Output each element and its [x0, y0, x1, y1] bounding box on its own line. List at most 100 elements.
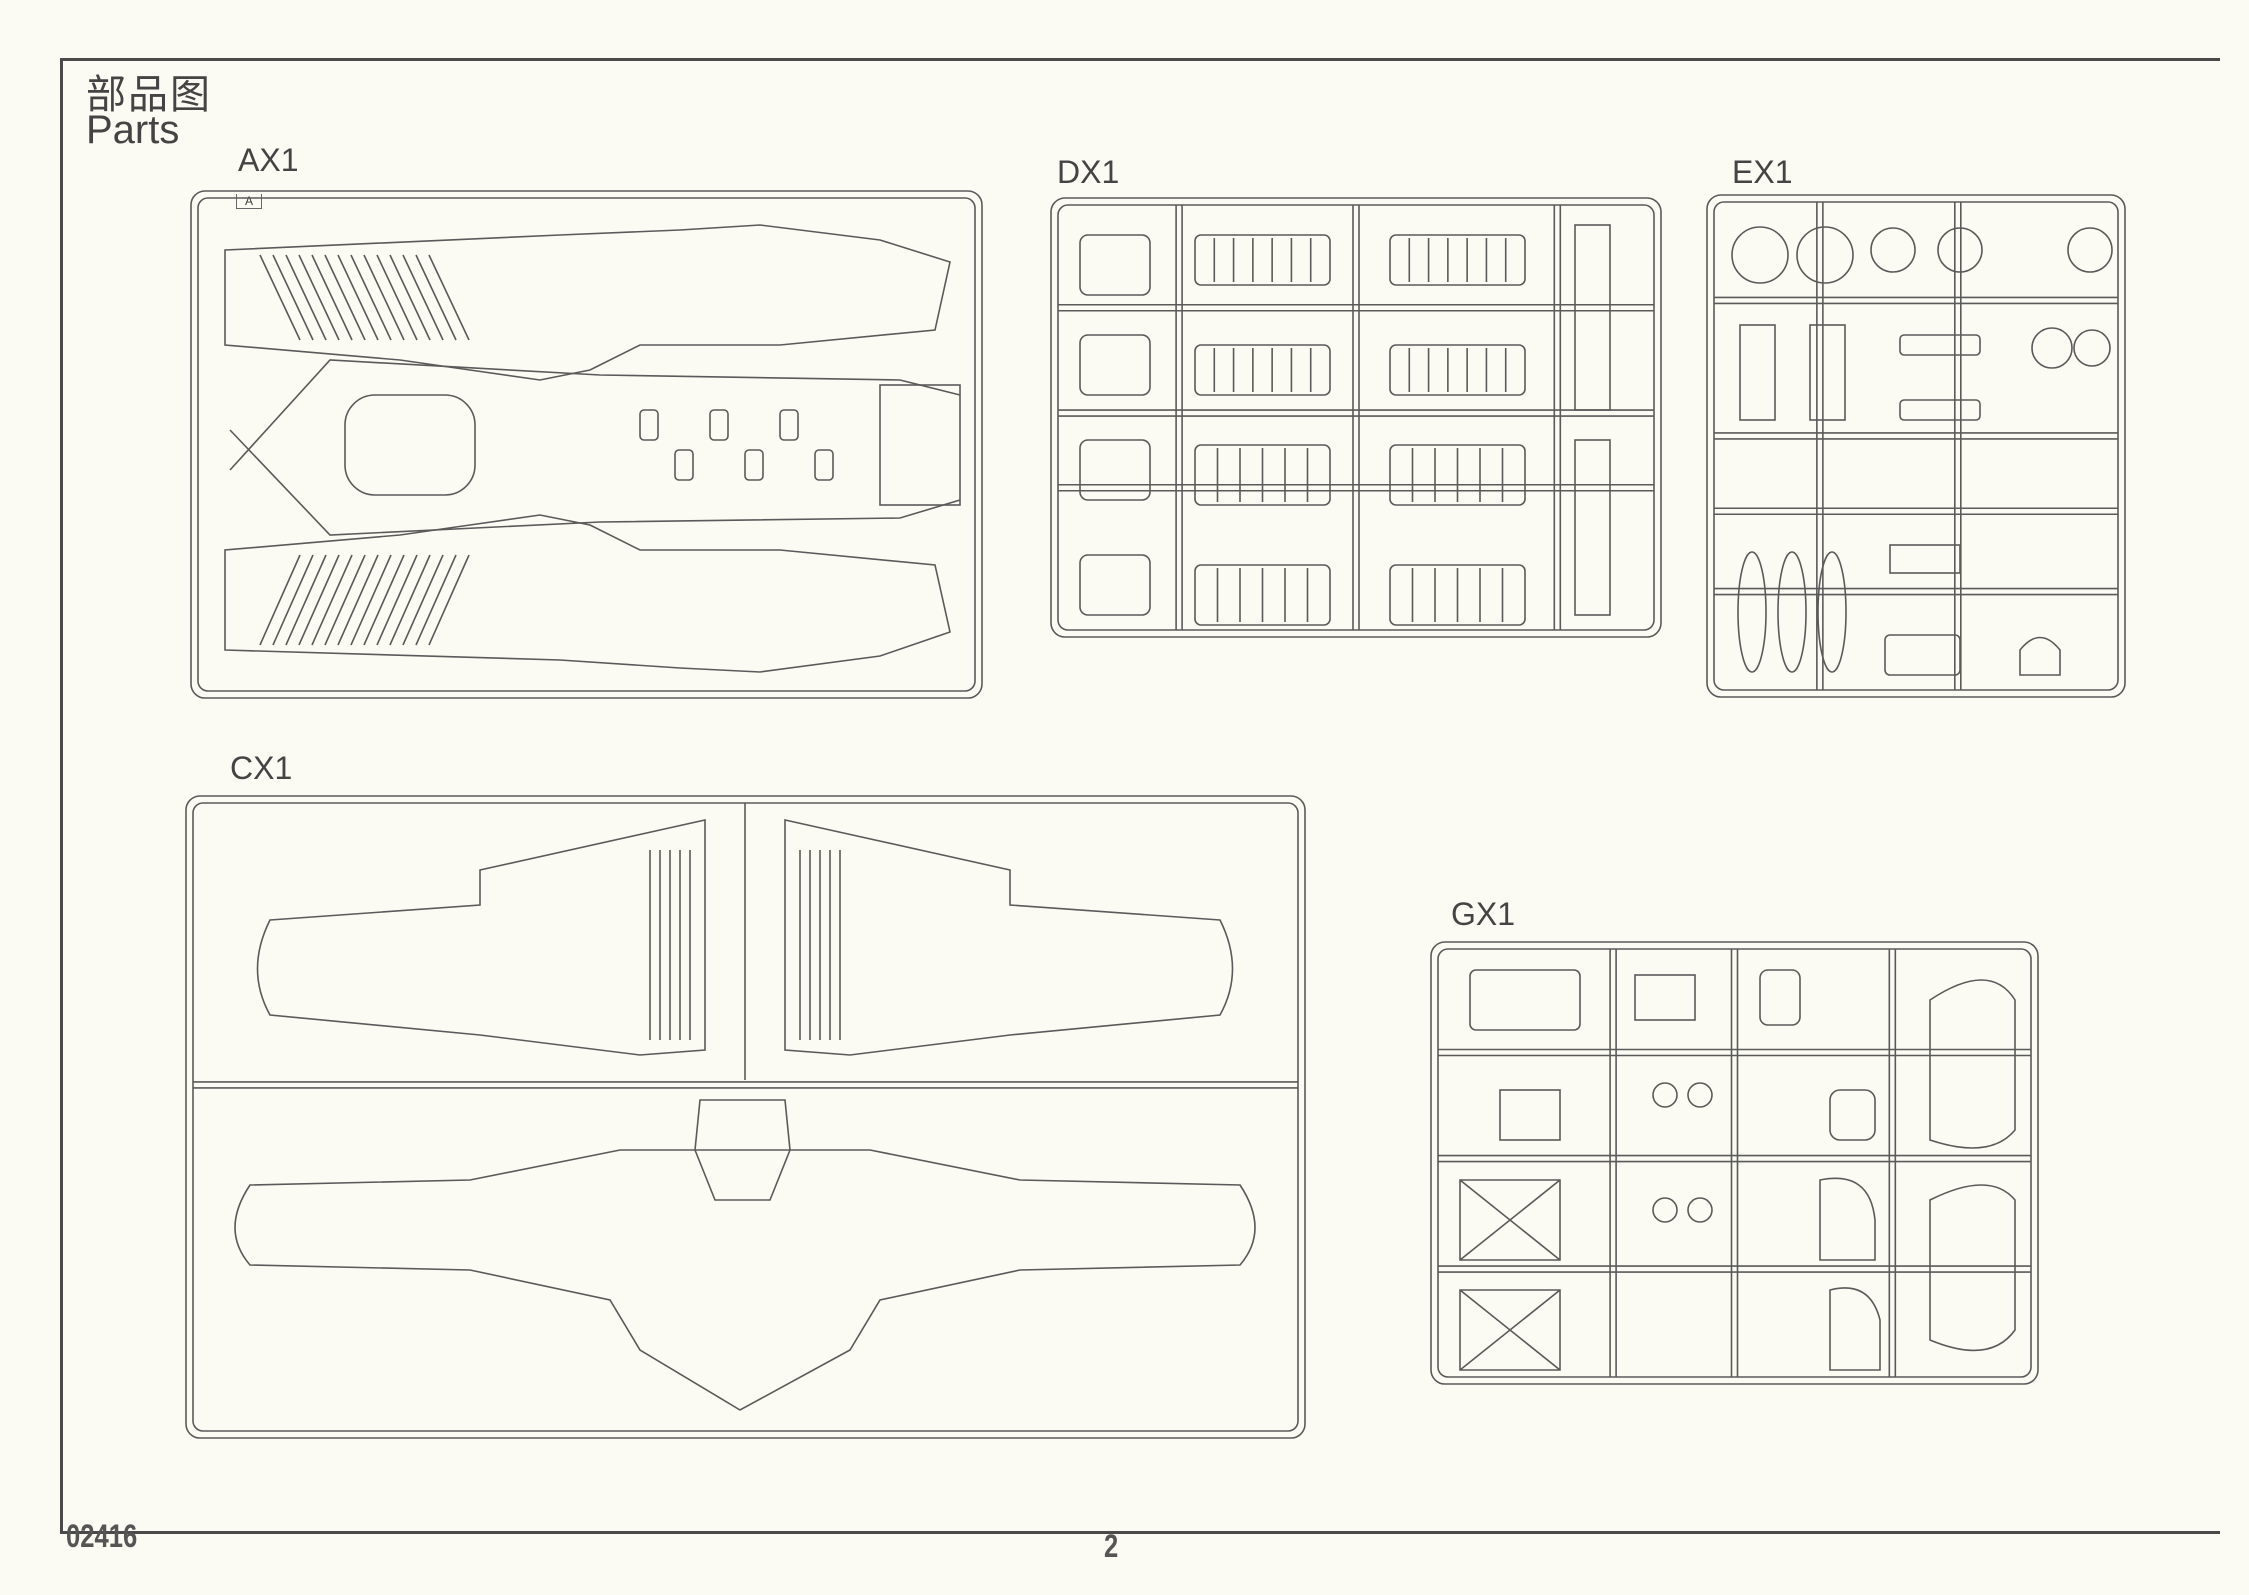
wing-upper-right: [784, 819, 1234, 1056]
tab-part: [1079, 554, 1151, 616]
fuselage-panel-line: [285, 254, 327, 341]
round-part: [1687, 1082, 1713, 1108]
round-part: [2067, 227, 2113, 273]
page-frame: [60, 58, 2220, 1534]
propeller-blade-part: [1817, 551, 1847, 673]
sprue-label-ax1: AX1: [238, 142, 299, 178]
cockpit-part: [1469, 969, 1581, 1031]
control-surface-part: [1194, 234, 1331, 286]
sprue-frame-inner: [1713, 201, 2119, 691]
canopy-part: [1929, 979, 2016, 1149]
round-part: [1652, 1082, 1678, 1108]
seat-belts-part: [1499, 1089, 1561, 1141]
fuselage-panel-line: [402, 554, 444, 646]
sprue-corner-tag: A: [236, 194, 263, 209]
round-part: [2031, 327, 2073, 369]
fuselage-panel-line: [415, 254, 457, 341]
fuselage-panel-line: [324, 254, 366, 341]
sprue-frame-inner: [1057, 204, 1655, 631]
fuselage-panel-line: [376, 554, 418, 646]
strip-part: [1574, 439, 1611, 616]
cockpit-floor-part: [344, 394, 476, 496]
propeller-blade-part: [1737, 551, 1767, 673]
seat-part: [1759, 969, 1801, 1026]
page-number: 2: [1104, 1528, 1119, 1564]
sprue-frame: [1430, 941, 2039, 1385]
sprue-dx1: [1050, 197, 1662, 638]
sprue-frame-inner: [1437, 948, 2032, 1378]
propeller-blade-part: [1777, 551, 1807, 673]
page-title-chinese: 部品图: [86, 72, 212, 118]
panel-part: [1819, 1177, 1876, 1261]
small-part: [674, 449, 694, 481]
fuselage-panel-line: [298, 554, 340, 646]
small-part: [744, 449, 764, 481]
fuselage-panel-line: [311, 554, 353, 646]
control-surface-part: [1389, 444, 1526, 506]
tab-part: [1079, 439, 1151, 501]
sprue-frame: [190, 190, 983, 699]
fuselage-panel-line: [337, 554, 379, 646]
frame-part: [1459, 1179, 1561, 1261]
sprue-frame: [185, 795, 1306, 1439]
panel-part: [1634, 974, 1696, 1021]
tab-part: [1079, 234, 1151, 296]
small-part: [639, 409, 659, 441]
tab-part: [1079, 334, 1151, 396]
fuselage-half-right: [224, 514, 951, 673]
fuselage-panel-line: [402, 254, 444, 341]
page-title: Parts: [86, 108, 180, 152]
exhaust-part: [1899, 399, 1981, 421]
wing-upper-left: [256, 819, 706, 1056]
canopy-part: [1929, 1184, 2016, 1352]
frame-part: [1459, 1289, 1561, 1371]
fuselage-panel-line: [415, 554, 457, 646]
fuselage-panel-line: [389, 554, 431, 646]
fuselage-panel-line: [272, 254, 314, 341]
fuselage-panel-line: [324, 554, 366, 646]
fuselage-half-left: [224, 224, 951, 381]
round-part: [1687, 1197, 1713, 1223]
round-part: [1937, 227, 1983, 273]
fuselage-panel-line: [350, 254, 392, 341]
bulkhead-part: [1829, 1089, 1876, 1141]
control-surface-part: [1389, 564, 1526, 626]
round-part: [1652, 1197, 1678, 1223]
fuselage-panel-line: [363, 254, 405, 341]
round-part: [1731, 226, 1789, 284]
fuselage-panel-line: [259, 554, 301, 646]
sprue-gx1: [1430, 941, 2039, 1385]
control-surface-part: [1194, 444, 1331, 506]
sprue-label-gx1: GX1: [1451, 896, 1516, 932]
control-surface-part: [1389, 234, 1526, 286]
fuselage-panel-line: [337, 254, 379, 341]
fuselage-panel-line: [428, 554, 470, 646]
round-part: [2073, 329, 2111, 367]
wing-lower: [234, 1149, 1256, 1411]
headrest-part: [2019, 636, 2061, 676]
round-part: [1796, 226, 1854, 284]
seat-part: [1884, 634, 1961, 676]
small-part: [814, 449, 834, 481]
sprue-label-cx1: CX1: [230, 750, 293, 786]
engine-part: [1889, 544, 1961, 574]
sprue-frame-inner: [197, 197, 976, 692]
fuselage-panel-line: [363, 554, 405, 646]
sprue-ax1: [190, 190, 983, 699]
panel-part: [1739, 324, 1776, 421]
fuselage-panel-line: [285, 554, 327, 646]
sprue-cx1: [185, 795, 1306, 1439]
strip-part: [1574, 224, 1611, 411]
sprue-ex1: [1706, 194, 2126, 698]
fuselage-panel-line: [428, 254, 470, 341]
instrument-panel-part: [1829, 1287, 1881, 1371]
control-surface-part: [1389, 344, 1526, 396]
fuselage-panel-line: [376, 254, 418, 341]
fuselage-panel-line: [311, 254, 353, 341]
fuselage-panel-line: [259, 254, 301, 341]
small-part: [779, 409, 799, 441]
fuselage-panel-line: [272, 554, 314, 646]
product-code: 02416: [66, 1518, 138, 1554]
sprue-label-dx1: DX1: [1057, 154, 1120, 190]
